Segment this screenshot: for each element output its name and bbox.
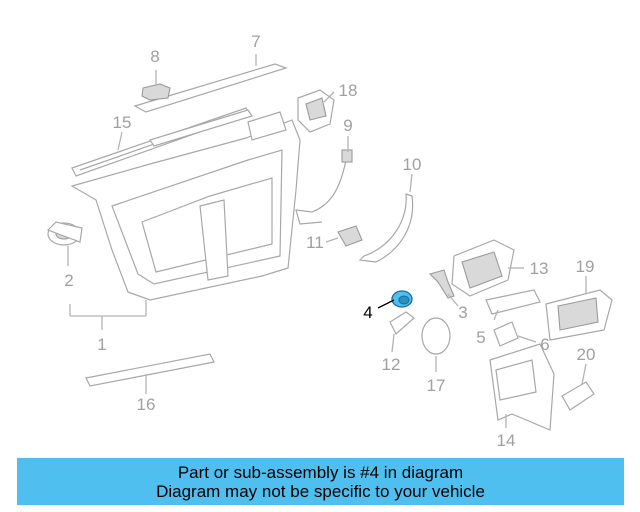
- callout-10: 10: [403, 155, 422, 174]
- callout-8: 8: [150, 47, 159, 66]
- part-8-clip: [141, 83, 171, 101]
- callout-18: 18: [339, 81, 358, 100]
- callout-1: 1: [97, 335, 106, 354]
- part-3-screw: [428, 269, 455, 299]
- callout-16: 16: [137, 395, 156, 414]
- part-2-speaker: [46, 221, 83, 246]
- info-banner: Part or sub-assembly is #4 in diagram Di…: [17, 458, 624, 505]
- callout-labels: 8 7 15 18 9 10 11 13 19 3 4 5 6 12 17 20…: [64, 32, 595, 450]
- part-10-rod: [358, 193, 414, 263]
- callout-6: 6: [540, 335, 549, 354]
- callout-7: 7: [251, 32, 260, 51]
- callout-14: 14: [497, 431, 516, 450]
- part-9-cable: [295, 149, 353, 225]
- callout-19: 19: [576, 257, 595, 276]
- part-16-lower-strip: [85, 353, 215, 387]
- callout-20: 20: [577, 345, 596, 364]
- part-12-bracket: [389, 311, 415, 335]
- part-5-bezel: [485, 289, 541, 315]
- callout-12: 12: [382, 355, 401, 374]
- callout-13: 13: [530, 259, 549, 278]
- callout-2: 2: [64, 271, 73, 290]
- part-6-trim-ring: [493, 321, 519, 347]
- part-13-handle-housing: [451, 239, 515, 297]
- part-4-fastener: [391, 290, 413, 308]
- callout-15: 15: [113, 113, 132, 132]
- leader-line-4: [377, 299, 395, 309]
- part-19-handle: [545, 289, 613, 341]
- part-18-switch-housing: [297, 89, 335, 133]
- banner-line-1: Part or sub-assembly is #4 in diagram: [177, 462, 464, 482]
- parts-diagram: 8 7 15 18 9 10 11 13 19 3 4 5 6 12 17 20…: [46, 32, 613, 450]
- part-14-panel-insert: [489, 343, 555, 431]
- callout-9: 9: [343, 116, 352, 135]
- part-20-switch: [561, 381, 595, 411]
- callout-17: 17: [427, 376, 446, 395]
- banner-line-2: Diagram may not be specific to your vehi…: [156, 481, 485, 501]
- callout-11: 11: [306, 233, 324, 252]
- callout-3: 3: [458, 303, 467, 322]
- part-11-latch: [337, 225, 363, 247]
- part-1-door-panel: [70, 109, 301, 301]
- callout-5: 5: [476, 328, 485, 347]
- leader-lines: [67, 54, 587, 428]
- part-17-cover: [421, 317, 451, 355]
- callout-4: 4: [363, 303, 372, 322]
- part-7-upper-molding: [133, 63, 288, 113]
